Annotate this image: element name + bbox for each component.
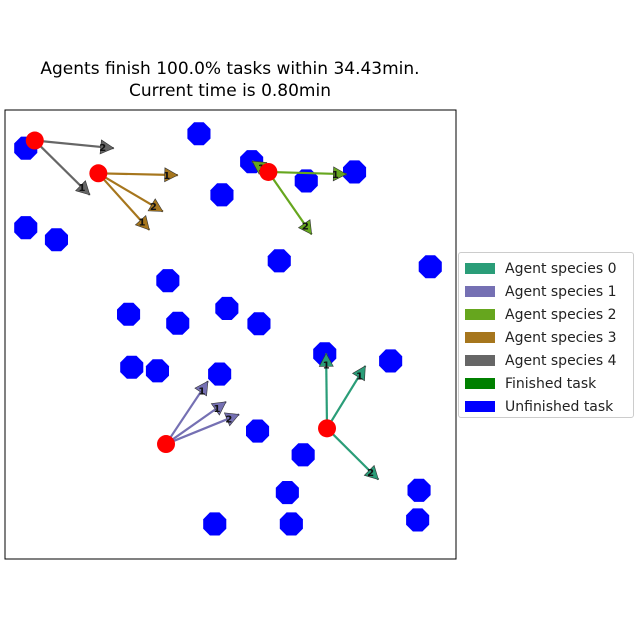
agent-path-arrowhead	[99, 139, 115, 155]
agents-layer	[25, 131, 337, 454]
legend-label: Agent species 2	[505, 306, 617, 323]
tasks-layer	[14, 122, 442, 536]
unfinished-task-marker	[208, 362, 232, 386]
task-order-label: 2	[99, 143, 106, 154]
legend-label: Agent species 3	[505, 329, 617, 346]
task-order-label: 2	[150, 202, 157, 213]
legend-label: Agent species 1	[505, 283, 617, 300]
unfinished-task-marker	[166, 311, 190, 335]
task-order-label: 2	[302, 221, 309, 232]
unfinished-task-marker	[279, 512, 303, 536]
unfinished-task-marker	[117, 302, 141, 326]
unfinished-task-marker	[291, 443, 315, 467]
title-line-1: Agents finish 100.0% tasks within 34.43m…	[40, 59, 420, 79]
legend-entry: Agent species 0	[465, 257, 627, 280]
unfinished-task-marker	[215, 296, 239, 320]
task-order-label: 1	[214, 404, 221, 415]
agent-marker	[25, 131, 44, 150]
agent-path-arrowhead	[318, 352, 334, 367]
agent-path-arrowhead	[351, 365, 366, 382]
agent-path-arrowhead	[134, 214, 150, 231]
agent-path-arrowhead	[75, 180, 91, 196]
agent-path-arrowhead	[194, 380, 209, 397]
legend: Agent species 0 Agent species 1 Agent spec…	[458, 252, 634, 418]
unfinished-task-marker	[210, 183, 234, 207]
unfinished-task-marker	[406, 508, 430, 532]
unfinished-task-marker	[294, 169, 318, 193]
legend-entry: Agent species 3	[465, 326, 627, 349]
task-order-label: 2	[225, 415, 232, 426]
legend-label: Unfinished task	[505, 398, 614, 415]
unfinished-task-marker	[44, 228, 68, 252]
agent-path-arrowhead	[147, 198, 164, 212]
unfinished-task-marker	[246, 419, 270, 443]
agent-path-arrowhead	[164, 167, 179, 183]
unfinished-task-marker	[313, 342, 337, 366]
title-line-2: Current time is 0.80min	[129, 81, 331, 101]
agent-path-arrowhead	[223, 412, 240, 427]
legend-entry: Agent species 1	[465, 280, 627, 303]
legend-swatch	[465, 263, 495, 274]
task-order-label: 1	[356, 371, 363, 382]
plot-frame	[4, 109, 457, 560]
unfinished-task-marker	[156, 269, 180, 293]
legend-swatch	[465, 286, 495, 297]
task-order-label: 1	[138, 218, 145, 229]
unfinished-task-marker	[343, 160, 367, 184]
task-order-label: 1	[78, 183, 85, 194]
legend-entry: Agent species 4	[465, 349, 627, 372]
agent-path-arrowhead	[332, 166, 348, 182]
chart-title: Agents finish 100.0% tasks within 34.43m…	[0, 58, 460, 102]
legend-swatch	[465, 332, 495, 343]
unfinished-task-marker	[275, 481, 299, 505]
agent-path-arrowhead	[363, 464, 379, 480]
unfinished-task-marker	[407, 478, 431, 502]
agent-marker	[259, 162, 278, 181]
task-order-label: 1	[332, 170, 339, 181]
unfinished-task-marker	[379, 349, 403, 373]
legend-swatch	[465, 378, 495, 389]
unfinished-task-marker	[187, 122, 211, 146]
agent-path-arrowhead	[210, 401, 227, 416]
legend-label: Agent species 0	[505, 260, 617, 277]
unfinished-task-marker	[267, 249, 291, 273]
legend-entry: Agent species 2	[465, 303, 627, 326]
task-order-label: 1	[163, 171, 170, 182]
task-order-label: 2	[367, 468, 374, 479]
agent-paths-layer: 21121112112112	[33, 139, 380, 481]
task-order-label: 1	[198, 386, 205, 397]
agent-path-arrowhead	[297, 219, 313, 235]
legend-label: Finished task	[505, 375, 597, 392]
unfinished-task-marker	[418, 255, 442, 279]
legend-entry: Finished task	[465, 372, 627, 395]
legend-swatch	[465, 309, 495, 320]
agent-marker	[89, 164, 108, 183]
agent-marker	[318, 419, 337, 438]
legend-swatch	[465, 401, 495, 412]
task-order-label: 1	[323, 360, 330, 371]
legend-entry: Unfinished task	[465, 395, 627, 418]
unfinished-task-marker	[247, 312, 271, 336]
unfinished-task-marker	[145, 359, 169, 383]
legend-swatch	[465, 355, 495, 366]
unfinished-task-marker	[120, 355, 144, 379]
agent-marker	[157, 435, 176, 454]
unfinished-task-marker	[14, 216, 38, 240]
legend-label: Agent species 4	[505, 352, 617, 369]
unfinished-task-marker	[203, 512, 227, 536]
